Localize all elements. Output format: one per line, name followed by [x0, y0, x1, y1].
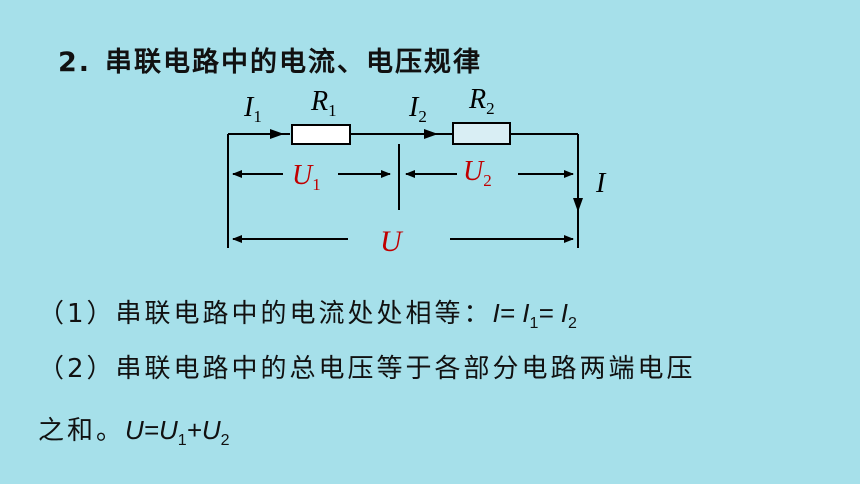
label-u: U	[380, 225, 404, 258]
title-number: 2.	[58, 47, 92, 78]
rule-2-line-2: 之和。U=U1+U2	[38, 410, 230, 450]
label-u1: U1	[292, 160, 321, 194]
rule-2-formula: U=U1+U2	[125, 415, 230, 449]
label-i1: I1	[243, 92, 262, 126]
rule-1-text: （1）串联电路中的电流处处相等：	[38, 299, 493, 329]
rule-1: （1）串联电路中的电流处处相等：I= I1= I2	[38, 293, 577, 333]
resistor-r2	[452, 122, 511, 145]
rule-2-line-1: （2）串联电路中的总电压等于各部分电路两端电压	[38, 354, 696, 384]
series-circuit-diagram: I1 R1 I2 R2 U1 U2 I U	[227, 84, 607, 258]
current-arrow-i2	[424, 129, 438, 139]
rule-2-text: 之和。	[38, 416, 126, 446]
label-r1: R1	[310, 86, 337, 120]
slide-title: 2. 串联电路中的电流、电压规律	[58, 40, 482, 79]
circuit-wires	[227, 133, 579, 248]
rule-1-formula: I= I1= I2	[492, 298, 577, 332]
label-i: I	[595, 168, 607, 199]
title-text: 串联电路中的电流、电压规律	[105, 47, 483, 78]
current-arrow-i1	[270, 129, 284, 139]
label-u2: U2	[463, 156, 492, 190]
label-r2: R2	[468, 84, 495, 118]
resistor-r1	[291, 124, 351, 145]
current-arrow-i	[573, 198, 583, 212]
label-i2: I2	[408, 92, 427, 126]
